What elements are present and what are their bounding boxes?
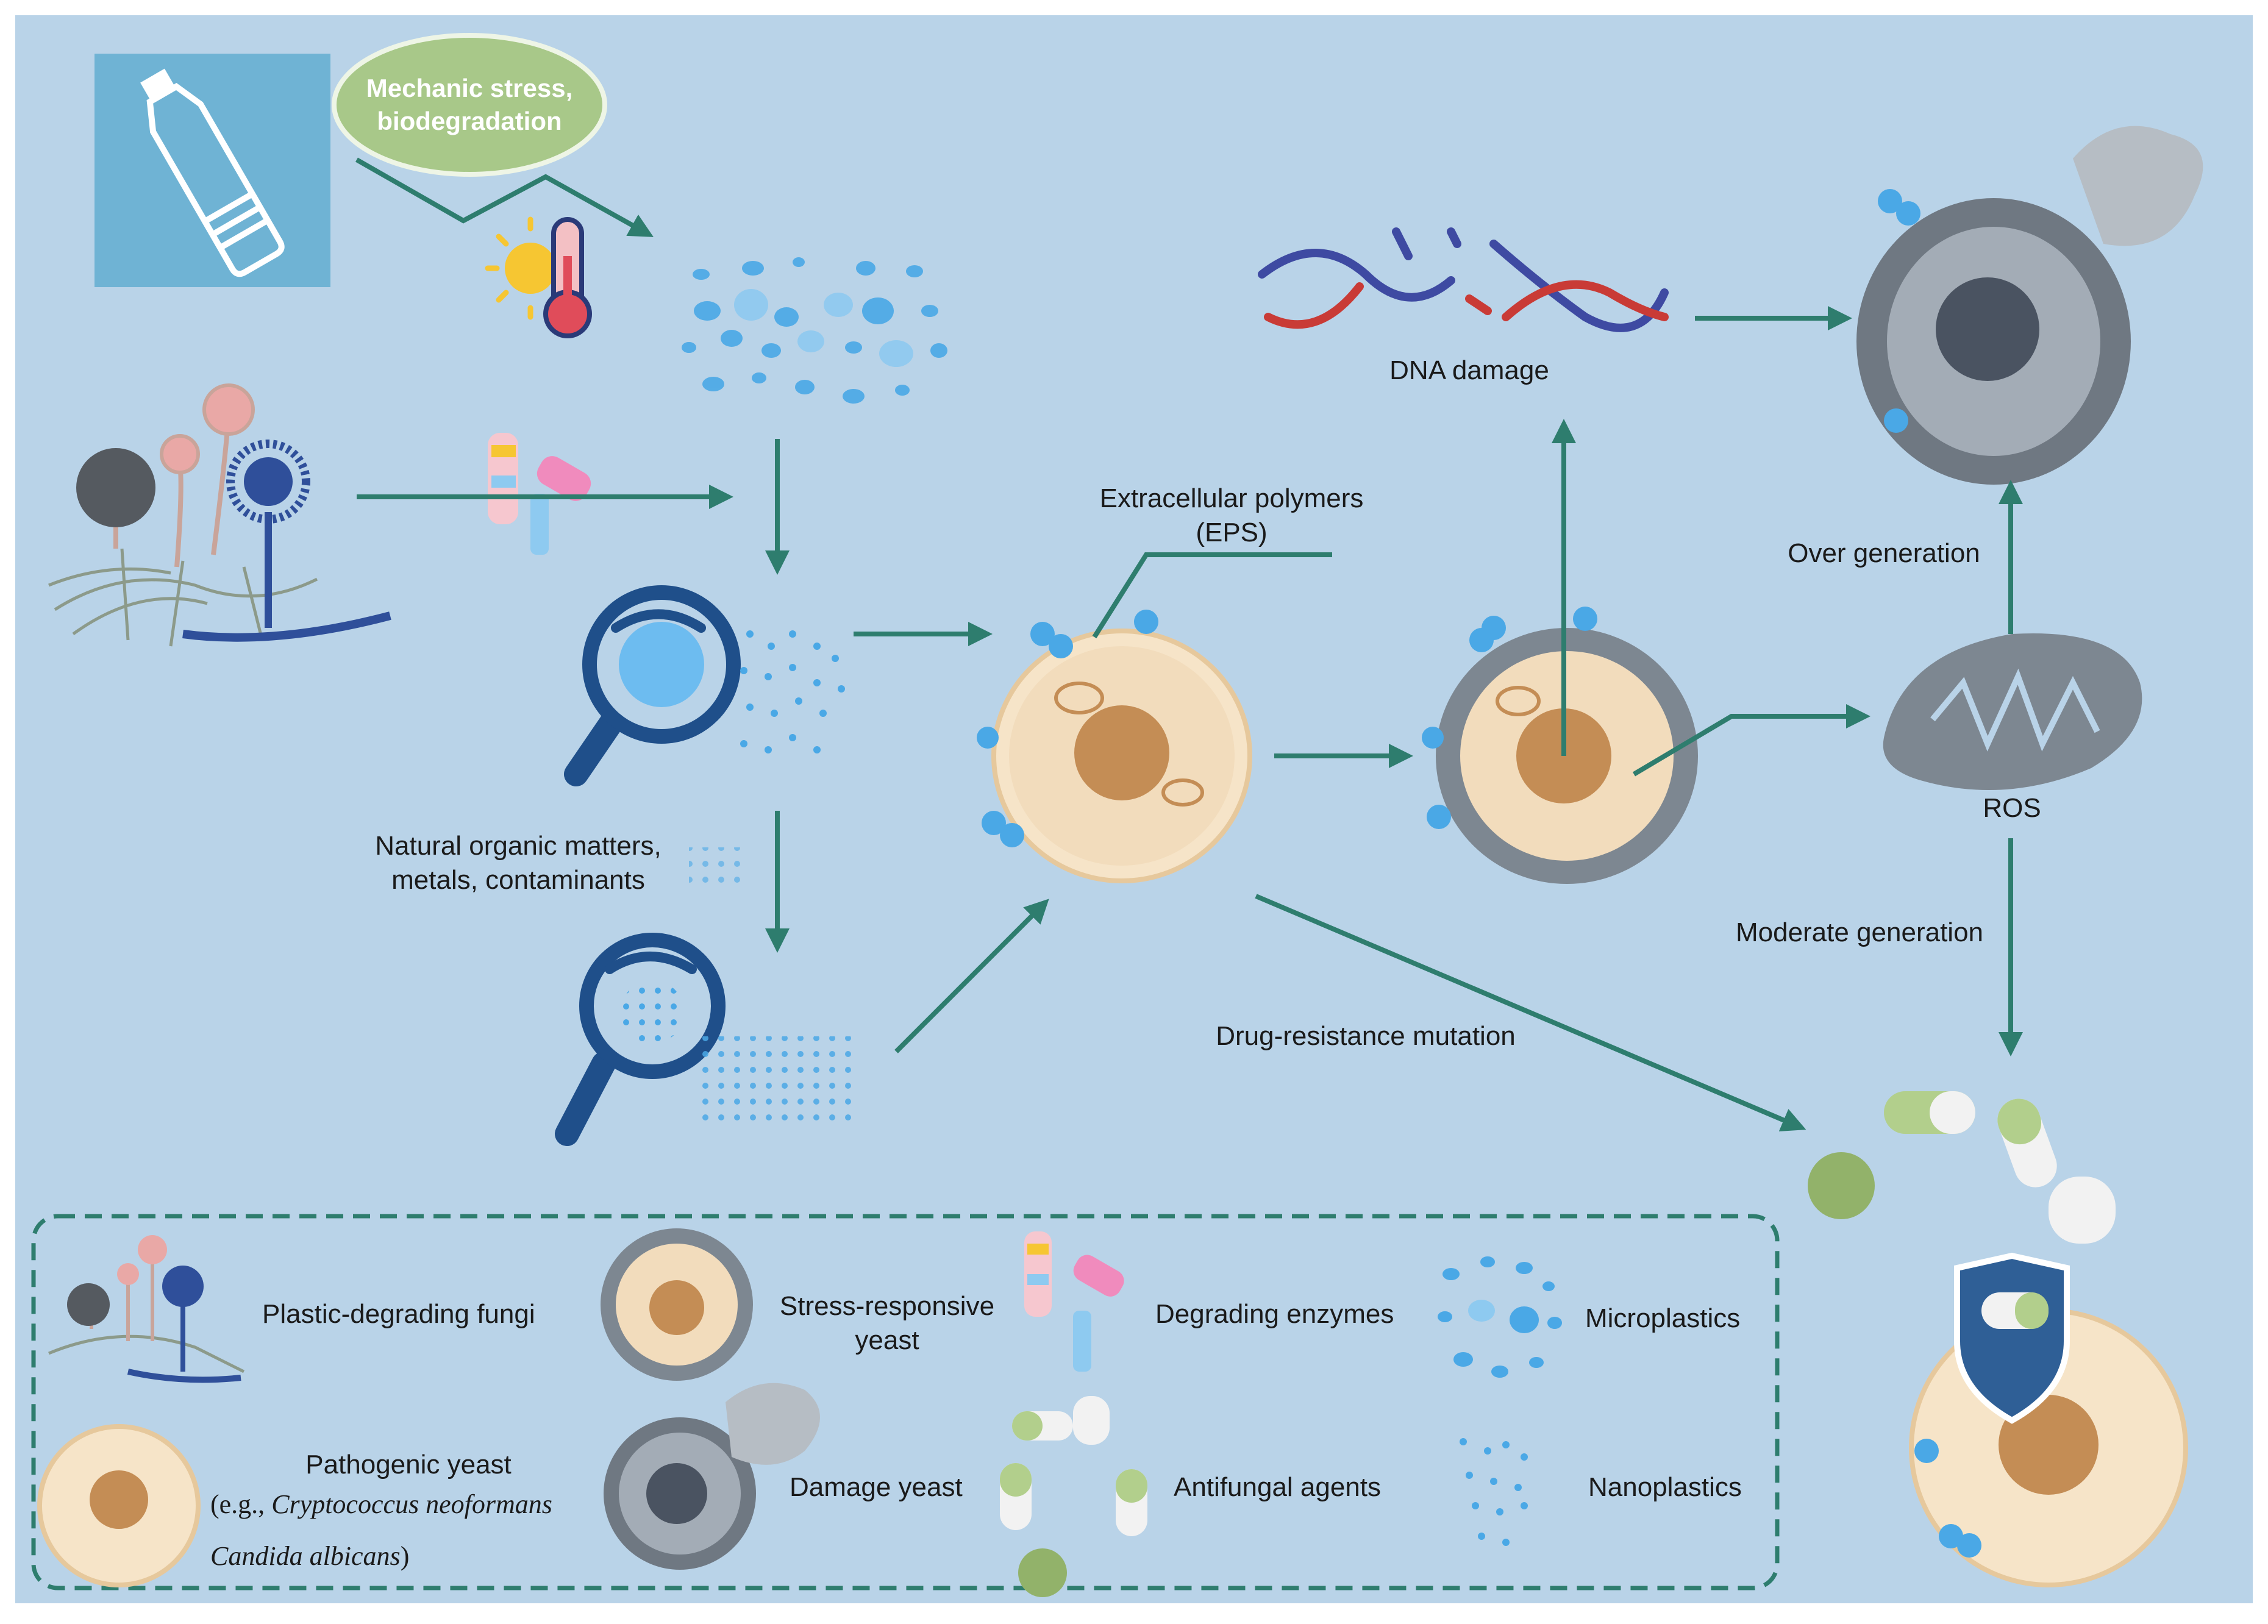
legend-fungi-label: Plastic-degrading fungi <box>262 1299 535 1329</box>
drug-resistance-label: Drug-resistance mutation <box>1216 1021 1516 1051</box>
legend-pathogenic-example-2: Candida albicans) <box>210 1539 409 1573</box>
process-oval <box>332 33 607 177</box>
dna-icon <box>1258 227 1669 332</box>
legend-fungi-icon <box>48 1235 245 1383</box>
arrows <box>355 157 2023 1131</box>
fungi-icon <box>48 383 391 647</box>
legend-antifungal-label: Antifungal agents <box>1174 1472 1382 1502</box>
thermometer-icon <box>543 217 592 338</box>
dna-damage-label: DNA damage <box>1389 355 1549 385</box>
aggregate-particles <box>695 1036 854 1122</box>
organic-particles <box>689 847 750 884</box>
moderate-generation-label: Moderate generation <box>1735 917 1984 947</box>
legend-nanoplastics-icon <box>1460 1438 1528 1546</box>
enzyme-icon <box>488 433 591 555</box>
legend-enzymes-label: Degrading enzymes <box>1155 1299 1394 1329</box>
ros-label: ROS <box>1983 793 2041 823</box>
shield-icon <box>1954 1252 2070 1424</box>
legend-antifungal-icon <box>1000 1396 1147 1597</box>
legend-damage-yeast-icon <box>604 1383 820 1570</box>
nanoplastics-cluster <box>740 630 845 753</box>
legend-species-1: Cryptococcus neoformans <box>271 1489 552 1519</box>
legend-enzyme-icon <box>1024 1231 1124 1372</box>
legend-microplastics-label: Microplastics <box>1585 1303 1741 1333</box>
over-generation-label: Over generation <box>1788 538 1980 568</box>
legend-box <box>31 1214 1780 1590</box>
cell-icon-damaged <box>1856 126 2203 485</box>
eps-label: Extracellular polymers (EPS) <box>1099 483 1364 547</box>
sun-icon <box>485 216 556 320</box>
bottle-icon <box>94 54 330 287</box>
legend-nanoplastics-label: Nanoplastics <box>1588 1472 1742 1502</box>
legend-species-2: Candida albicans <box>210 1541 401 1571</box>
legend-pathogenic-example: (e.g., Cryptococcus neoformans <box>210 1487 552 1522</box>
legend-pathogenic-yeast-icon <box>37 1424 201 1587</box>
magnifier-icon <box>564 585 741 786</box>
legend-example-prefix: (e.g., <box>210 1489 272 1519</box>
cell-icon-healthy <box>977 610 1252 883</box>
legend-microplastics-icon <box>1438 1256 1562 1378</box>
legend-example-suffix: ) <box>400 1541 410 1571</box>
natural-organic-label: Natural organic matters, metals, contami… <box>375 831 661 895</box>
mitochondrion-icon <box>1883 633 2142 790</box>
legend-stress-yeast-label: Stress-responsive yeast <box>779 1291 995 1355</box>
process-oval-label: Mechanic stress, biodegradation <box>366 74 573 135</box>
legend-pathogenic-label: Pathogenic yeast <box>305 1450 512 1480</box>
capsule-icon <box>1808 1091 2116 1244</box>
legend-damage-yeast-label: Damage yeast <box>790 1472 963 1502</box>
legend-stress-yeast-icon <box>601 1228 753 1381</box>
magnifier-aggregate-icon <box>555 933 726 1146</box>
microplastics-cluster <box>682 257 947 404</box>
